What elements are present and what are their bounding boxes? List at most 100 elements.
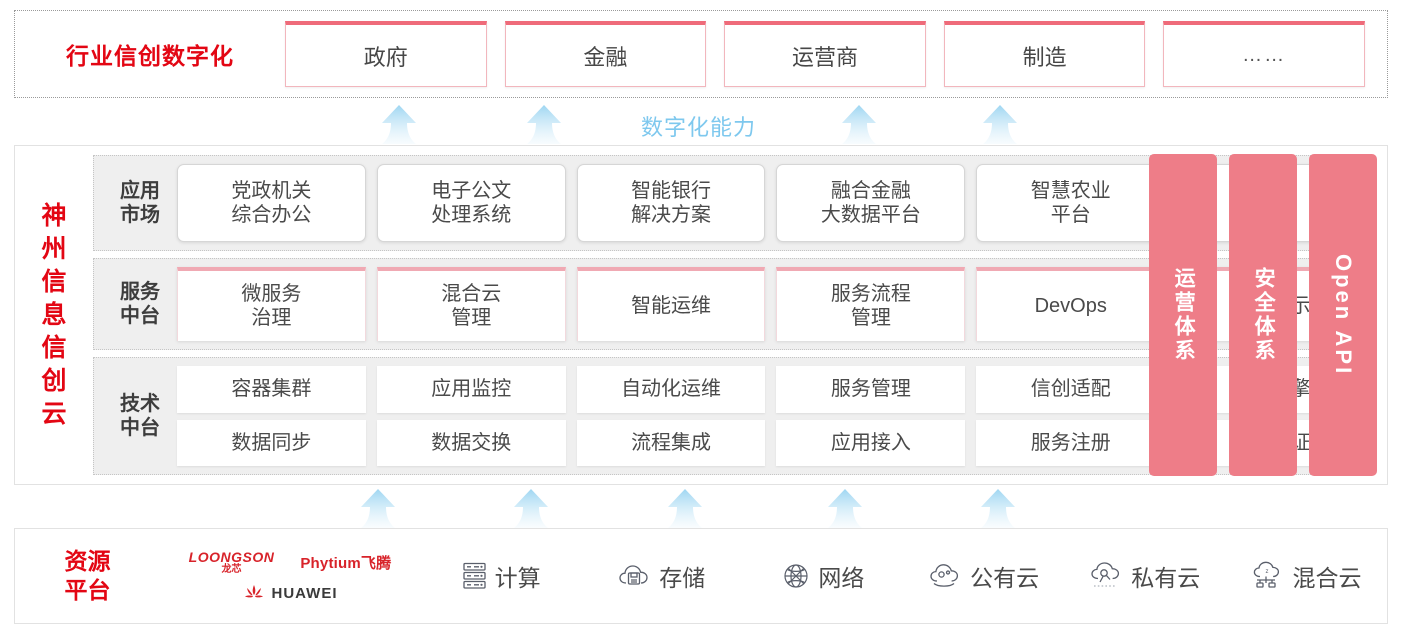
resource-item-label: 公有云 [970, 565, 1040, 591]
vertical-pillar-list: 运营体系 安全体系 Open API [1149, 154, 1377, 476]
cell-xinchuang-adaptation[interactable]: 信创适配 [976, 366, 1166, 413]
huawei-logo: HUAWEI [243, 584, 338, 602]
cloud-title-char: 云 [41, 399, 67, 428]
layer-label-line2: 市场 [120, 204, 160, 226]
pillar-label: Open API [1331, 253, 1356, 377]
resource-item-storage[interactable]: 存储 [581, 559, 742, 593]
cloud-title-char: 息 [41, 300, 67, 329]
vendor-logo-line-2: HUAWEI [243, 584, 338, 602]
industry-box-list: 政府 金融 运营商 制造 …… [285, 21, 1387, 87]
cell-smart-agriculture-platform[interactable]: 智慧农业 平台 [976, 164, 1166, 242]
svg-text:z: z [1266, 569, 1269, 575]
up-arrow-icon [361, 489, 395, 528]
cell-container-cluster[interactable]: 容器集群 [177, 366, 366, 413]
capability-label: 数字化能力 [641, 115, 757, 140]
cloud-title-char: 州 [41, 234, 67, 263]
up-arrow-icon [514, 489, 548, 528]
cloud-layer-list: 应用 市场 党政机关 综合办公 电子公文 处理系统 智能银行 解决方案 融合金融… [93, 146, 1387, 484]
loongson-logo-cn: 龙芯 [221, 564, 242, 575]
hybrid-cloud-icon: z [1254, 561, 1280, 588]
cell-intelligent-operations[interactable]: 智能运维 [576, 267, 766, 341]
upward-arrow-row-bottom [0, 487, 1402, 529]
phytium-logo: Phytium飞腾 [300, 555, 392, 572]
up-arrow-icon [842, 105, 876, 144]
cloud-title-char: 神 [41, 201, 67, 230]
resource-platform-title: 资源 平台 [15, 547, 160, 606]
cell-service-process-management[interactable]: 服务流程 管理 [776, 267, 966, 341]
resource-title-line1: 资源 [64, 547, 111, 574]
resource-item-network[interactable]: 网络 [742, 559, 903, 593]
private-cloud-icon [1091, 562, 1120, 587]
upward-arrow-row-top [0, 99, 1402, 145]
cell-smart-bank-solution[interactable]: 智能银行 解决方案 [576, 164, 766, 242]
layer-label-line1: 应用 [120, 179, 160, 202]
industry-box-manufacturing[interactable]: 制造 [943, 21, 1146, 87]
huawei-logo-text: HUAWEI [271, 584, 338, 602]
layer-label-line2: 中台 [120, 417, 160, 439]
cell-devops[interactable]: DevOps [976, 267, 1166, 341]
industry-box-more[interactable]: …… [1163, 21, 1365, 87]
resource-title-line2: 平台 [64, 577, 111, 603]
vendor-logo-group: LOONGSON 龙芯 Phytium飞腾 [160, 550, 420, 602]
resource-platform-panel: 资源 平台 LOONGSON 龙芯 Phytium飞腾 [14, 528, 1388, 624]
network-icon [784, 564, 809, 588]
resource-item-private-cloud[interactable]: 私有云 [1065, 559, 1226, 593]
cell-microservice-governance[interactable]: 微服务 治理 [177, 267, 366, 341]
industry-band-title: 行业信创数字化 [66, 43, 234, 69]
cell-process-integration[interactable]: 流程集成 [576, 419, 766, 466]
layer-label-service-platform: 服务 中台 [103, 267, 177, 341]
resource-item-compute[interactable]: 计算 [420, 559, 581, 593]
cloud-title-char: 创 [41, 366, 67, 395]
cell-data-sync[interactable]: 数据同步 [177, 419, 366, 466]
industry-box-government[interactable]: 政府 [285, 21, 487, 87]
pillar-label: 运营体系 [1172, 267, 1196, 363]
layer-label-line1: 服务 [120, 280, 160, 303]
resource-item-label: 私有云 [1131, 565, 1201, 591]
cell-service-registry[interactable]: 服务注册 [976, 419, 1166, 466]
service-platform-cells: 微服务 治理 混合云 管理 智能运维 服务流程 管理 DevOps 大屏展示 [177, 267, 1365, 341]
loongson-logo: LOONGSON 龙芯 [189, 550, 275, 575]
loongson-logo-en: LOONGSON [188, 549, 275, 565]
resource-item-label: 网络 [818, 565, 865, 591]
cell-application-access[interactable]: 应用接入 [776, 419, 966, 466]
up-arrow-icon [668, 489, 702, 528]
cell-party-government-office[interactable]: 党政机关 综合办公 [177, 164, 366, 242]
industry-box-finance[interactable]: 金融 [504, 21, 707, 87]
cell-edoc-system[interactable]: 电子公文 处理系统 [376, 164, 566, 242]
industry-box-operator[interactable]: 运营商 [724, 21, 926, 87]
pillar-operations-system[interactable]: 运营体系 [1149, 154, 1217, 476]
layer-label-line2: 中台 [120, 305, 160, 327]
pillar-label: 安全体系 [1252, 267, 1276, 363]
cell-data-exchange[interactable]: 数据交换 [376, 419, 566, 466]
pillar-open-api[interactable]: Open API [1309, 154, 1377, 476]
up-arrow-icon [983, 105, 1017, 144]
resource-item-label: 计算 [494, 565, 541, 591]
resource-item-public-cloud[interactable]: 公有云 [904, 559, 1065, 593]
cell-service-management[interactable]: 服务管理 [776, 366, 966, 413]
cloud-platform-title: 神 州 信 息 信 创 云 [15, 146, 93, 484]
resource-item-label: 存储 [659, 565, 706, 591]
layer-label-application-market: 应用 市场 [103, 164, 177, 242]
industry-band: 行业信创数字化 政府 金融 运营商 制造 …… [14, 10, 1388, 98]
public-cloud-icon [930, 564, 959, 587]
up-arrow-icon [382, 105, 416, 144]
cell-fintech-bigdata-platform[interactable]: 融合金融 大数据平台 [776, 164, 966, 242]
vendor-logo-line-1: LOONGSON 龙芯 Phytium飞腾 [189, 550, 392, 575]
pillar-security-system[interactable]: 安全体系 [1229, 154, 1297, 476]
up-arrow-icon [828, 489, 862, 528]
resource-item-hybrid-cloud[interactable]: z 混合云 [1226, 559, 1387, 593]
cloud-storage-icon [619, 565, 648, 585]
up-arrow-icon [527, 105, 561, 144]
server-icon [462, 562, 486, 589]
resource-item-list: 计算 存储 [420, 559, 1387, 593]
cloud-title-char: 信 [41, 333, 67, 362]
cell-hybrid-cloud-management[interactable]: 混合云 管理 [376, 267, 566, 341]
resource-item-label: 混合云 [1292, 565, 1362, 591]
huawei-flower-icon [244, 585, 263, 598]
cell-application-monitoring[interactable]: 应用监控 [376, 366, 566, 413]
cloud-title-char: 信 [41, 267, 67, 296]
cell-automated-ops[interactable]: 自动化运维 [576, 366, 766, 413]
layer-label-technical-platform: 技术 中台 [103, 366, 177, 466]
layer-label-line1: 技术 [120, 392, 160, 415]
